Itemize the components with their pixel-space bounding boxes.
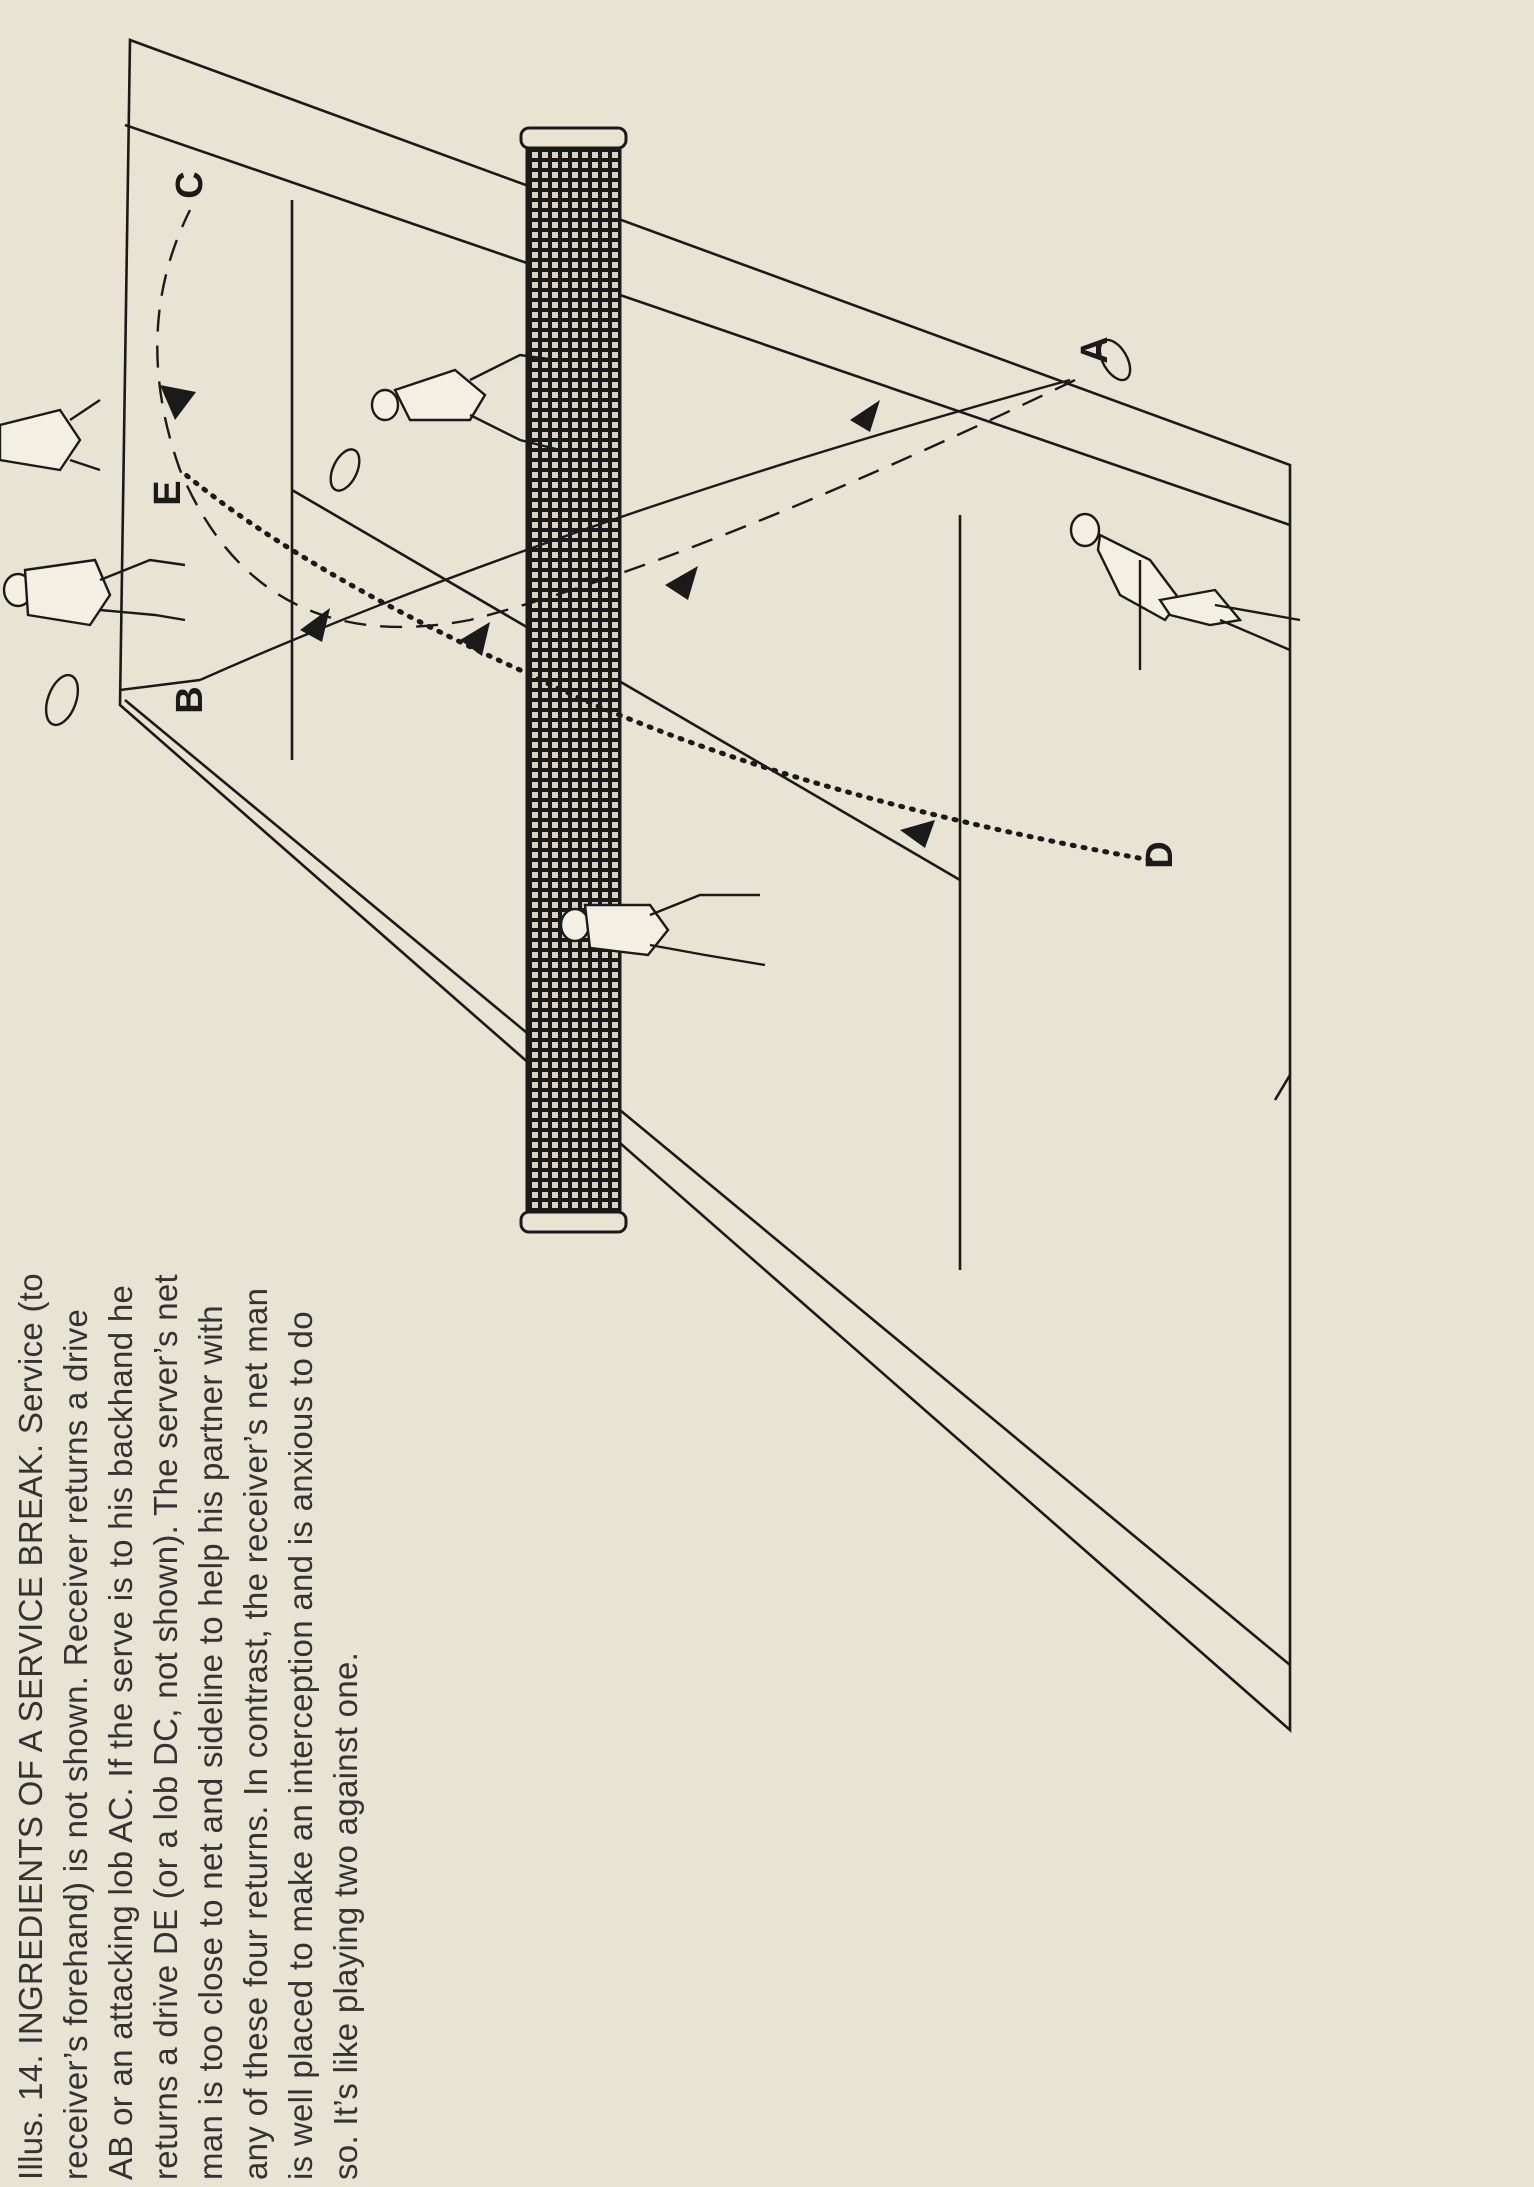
shot-de-drive	[177, 467, 1153, 863]
net-man-torso	[583, 903, 670, 957]
point-label-d: D	[1139, 841, 1181, 868]
net-post-top	[519, 126, 628, 150]
server-legs-arms	[1138, 560, 1301, 670]
shot-ac-path	[156, 209, 1076, 629]
point-labels: A B C D E	[147, 171, 1181, 868]
server-head	[1069, 512, 1101, 548]
player-server-net-man	[559, 893, 766, 967]
receiver-racket	[44, 673, 80, 727]
arrow-ac-2	[160, 385, 196, 420]
court-lines	[118, 38, 1292, 1733]
center-service-line	[291, 488, 961, 882]
net-man-head	[559, 907, 591, 943]
player-receiver-net-man	[329, 353, 561, 492]
shot-ab-path	[199, 378, 1071, 682]
shot-ac-lob	[156, 209, 1076, 629]
arrow-de-2	[460, 622, 490, 656]
receiver-net-man-racket	[329, 448, 361, 492]
arrow-de-1	[900, 820, 935, 848]
doubles-alley-line-bottom	[124, 698, 1291, 1667]
player-receiver	[2, 558, 186, 727]
net-post-bottom	[519, 1210, 628, 1234]
receiver-net-man-head	[370, 388, 400, 422]
arrow-ab-1	[850, 400, 880, 432]
shot-ab-drive	[199, 378, 1071, 682]
shot-de-path	[177, 467, 1153, 863]
partner-torso	[0, 408, 82, 472]
point-label-e: E	[147, 480, 189, 505]
point-label-c: C	[169, 171, 211, 198]
server-racket	[1098, 338, 1132, 382]
court-outer-boundary	[118, 38, 1292, 1733]
net-mesh	[525, 133, 622, 1227]
receiver-torso	[23, 558, 112, 627]
point-label-a: A	[1074, 336, 1116, 363]
receiver-net-man-torso	[393, 368, 487, 422]
receiver-net-man-legs	[469, 353, 561, 452]
far-baseline-tick	[119, 678, 201, 692]
player-server	[1069, 338, 1301, 670]
partner-legs	[69, 399, 101, 472]
receiver-legs	[99, 558, 186, 622]
doubles-alley-line-top	[124, 123, 1291, 527]
arrow-ab-2	[300, 608, 330, 642]
net	[519, 126, 628, 1234]
arrow-ac-1	[665, 566, 698, 600]
net-man-legs	[649, 893, 766, 967]
player-receiver-partner	[0, 399, 101, 472]
point-label-b: B	[169, 686, 211, 713]
baseline-tick	[1273, 1074, 1292, 1101]
